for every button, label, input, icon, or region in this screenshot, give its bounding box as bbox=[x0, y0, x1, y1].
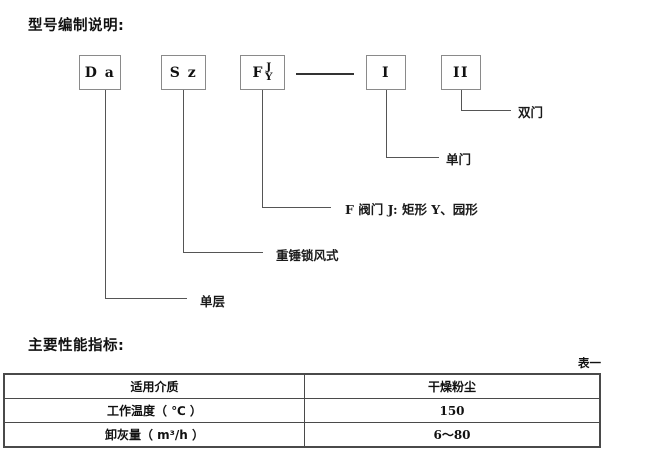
leader-line-valve-vertical bbox=[262, 90, 263, 208]
code-box-ii: II bbox=[441, 55, 481, 90]
table-row: 卸灰量（ m³/h ） 6～80 bbox=[3, 422, 601, 448]
model-section-title: 型号编制说明: bbox=[28, 18, 125, 34]
code-box-fjy: F J Y bbox=[240, 55, 285, 90]
spec-table: 适用介质 干燥粉尘 工作温度（ ℃ ） 150 卸灰量（ m³/h ） 6～80 bbox=[3, 373, 601, 448]
table-caption: 表一 bbox=[578, 356, 601, 370]
leader-line-single-layer-horizontal bbox=[105, 298, 187, 299]
code-box-fjy-text: F bbox=[252, 64, 264, 81]
table-cell-label: 卸灰量（ m³/h ） bbox=[3, 422, 305, 448]
leader-line-single-door-vertical bbox=[386, 90, 387, 158]
leader-label-single-layer: 单层 bbox=[200, 294, 226, 309]
leader-label-counterweight: 重锤锁风式 bbox=[276, 248, 339, 263]
leader-label-valve: F 阀门 J: 矩形 Y、园形 bbox=[345, 202, 478, 217]
code-box-da: D a bbox=[79, 55, 121, 90]
table-cell-value: 150 bbox=[304, 398, 601, 423]
code-box-i: I bbox=[366, 55, 406, 90]
table-cell-value: 干燥粉尘 bbox=[304, 373, 601, 399]
leader-line-double-door-vertical bbox=[461, 90, 462, 111]
table-cell-label: 适用介质 bbox=[3, 373, 305, 399]
leader-line-valve-horizontal bbox=[262, 207, 331, 208]
leader-line-counterweight-horizontal bbox=[183, 252, 263, 253]
code-box-da-text: D a bbox=[84, 64, 116, 81]
code-box-sz: S z bbox=[161, 55, 206, 90]
code-box-ii-text: II bbox=[452, 64, 470, 81]
connector-dash bbox=[296, 73, 354, 75]
table-cell-value: 6～80 bbox=[304, 422, 601, 448]
leader-line-counterweight-vertical bbox=[183, 90, 184, 253]
table-row: 工作温度（ ℃ ） 150 bbox=[3, 398, 601, 423]
code-box-sz-text: S z bbox=[169, 64, 198, 81]
leader-line-single-layer-vertical bbox=[105, 90, 106, 299]
leader-line-single-door-horizontal bbox=[386, 157, 439, 158]
table-row: 适用介质 干燥粉尘 bbox=[3, 373, 601, 399]
spec-section-title: 主要性能指标: bbox=[28, 338, 125, 354]
code-box-i-text: I bbox=[381, 64, 391, 81]
leader-label-single-door: 单门 bbox=[446, 152, 472, 167]
code-box-fjy-fraction: J Y bbox=[264, 60, 273, 83]
table-cell-label: 工作温度（ ℃ ） bbox=[3, 398, 305, 423]
code-box-fjy-superscript: J bbox=[266, 60, 272, 73]
leader-line-double-door-horizontal bbox=[461, 110, 511, 111]
leader-label-double-door: 双门 bbox=[518, 105, 544, 120]
code-box-fjy-subscript: Y bbox=[264, 70, 273, 83]
